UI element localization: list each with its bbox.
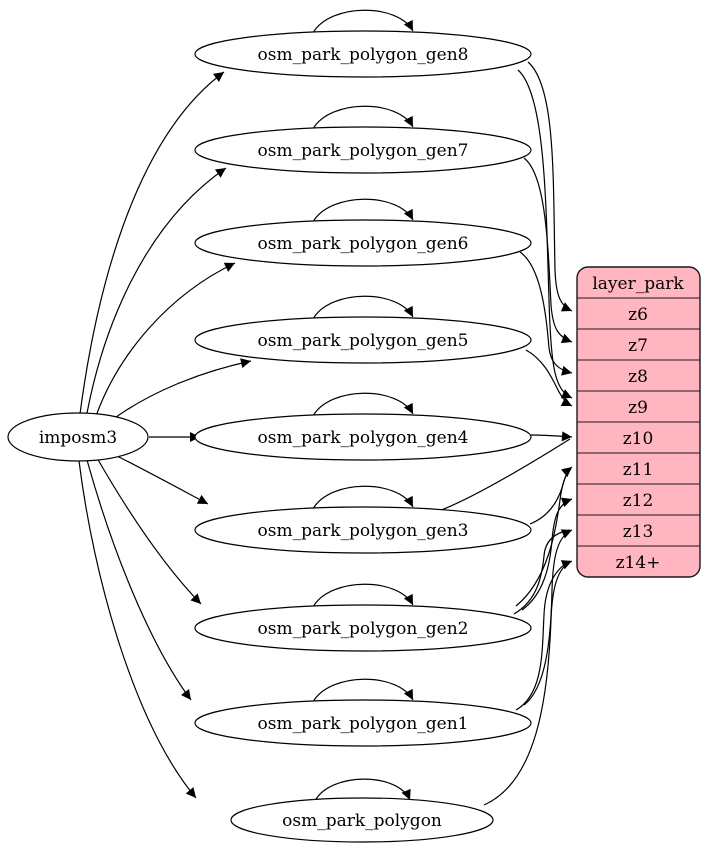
self-loop-gen4 [312, 392, 414, 417]
self-loop-gen1 [312, 678, 414, 703]
edge-gen6-z8 [519, 251, 573, 376]
gen3-ellipse [194, 506, 532, 554]
gen3-label: osm_park_polygon_gen3 [258, 521, 469, 541]
imposm3-label: imposm3 [39, 428, 117, 448]
gen7-ellipse [194, 126, 532, 174]
edge-strand-z9-upper [517, 69, 573, 399]
polygon-ellipse [230, 797, 494, 843]
edge-imposm3-gen8 [79, 71, 225, 415]
node-osm-park-polygon-gen2: osm_park_polygon_gen2 [194, 604, 532, 652]
edge-strand-z11 [515, 468, 572, 607]
node-imposm3: imposm3 [7, 412, 149, 462]
self-loop-gen2 [312, 583, 414, 608]
row-z13: z13 [623, 522, 654, 542]
gen1-label: osm_park_polygon_gen1 [258, 714, 469, 734]
gen5-label: osm_park_polygon_gen5 [258, 331, 469, 351]
self-loop-gen5 [312, 295, 414, 320]
row-z9: z9 [628, 398, 648, 418]
edge-imposm3-polygon [78, 460, 197, 799]
edge-gen2-z12 [521, 497, 573, 611]
gen4-label: osm_park_polygon_gen4 [258, 428, 469, 448]
self-loop-gen6 [312, 198, 414, 223]
gen2-label: osm_park_polygon_gen2 [258, 619, 469, 639]
row-z6: z6 [628, 305, 648, 325]
gen5-ellipse [194, 316, 532, 364]
gen2-ellipse [194, 604, 532, 652]
edge-gen1-z13 [523, 529, 573, 706]
gen8-label: osm_park_polygon_gen8 [258, 45, 469, 65]
edge-strand-z13 [513, 529, 571, 615]
layer-park-table: layer_park z6 z7 z8 z9 z10 z11 z12 z13 z… [576, 266, 701, 578]
row-z10: z10 [623, 429, 654, 449]
layer-park-title: layer_park [592, 274, 684, 294]
node-osm-park-polygon-gen4: osm_park_polygon_gen4 [194, 413, 532, 461]
row-z14: z14+ [616, 553, 661, 573]
row-z11: z11 [623, 460, 654, 480]
edge-gen5-z9 [525, 349, 573, 407]
edge-imposm3-gen7 [86, 167, 227, 414]
edge-imposm3-gen5 [111, 358, 252, 421]
gen8-ellipse [194, 30, 532, 78]
edge-imposm3-gen6 [95, 262, 236, 417]
gen1-ellipse [194, 699, 532, 747]
self-loops [312, 9, 414, 802]
node-osm-park-polygon-gen7: osm_park_polygon_gen7 [194, 126, 532, 174]
node-osm-park-polygon-gen3: osm_park_polygon_gen3 [194, 506, 532, 554]
edge-gen8-z6 [527, 61, 573, 312]
gen7-label: osm_park_polygon_gen7 [258, 141, 469, 161]
edges-imposm3-to-tables [78, 71, 252, 799]
edge-polygon-z14 [483, 560, 573, 806]
edge-strand-z10 [435, 438, 571, 513]
edge-imposm3-gen1 [86, 459, 192, 701]
node-osm-park-polygon-gen8: osm_park_polygon_gen8 [194, 30, 532, 78]
imposm3-ellipse [7, 412, 149, 462]
polygon-label: osm_park_polygon [282, 811, 442, 831]
edges-tables-to-layer [435, 61, 573, 806]
self-loop-polygon [314, 778, 411, 802]
node-osm-park-polygon-gen5: osm_park_polygon_gen5 [194, 316, 532, 364]
edge-imposm3-gen3 [112, 453, 209, 505]
self-loop-gen8 [312, 9, 414, 34]
gen4-ellipse [194, 413, 532, 461]
edge-imposm3-gen2 [96, 457, 202, 605]
row-z12: z12 [623, 491, 654, 511]
self-loop-gen3 [312, 485, 414, 510]
edge-gen4-z10 [530, 431, 573, 442]
node-osm-park-polygon-gen1: osm_park_polygon_gen1 [194, 699, 532, 747]
edge-gen7-z7 [523, 157, 573, 344]
self-loop-gen7 [312, 105, 414, 130]
node-osm-park-polygon: osm_park_polygon [230, 797, 494, 843]
gen6-ellipse [194, 219, 532, 267]
edge-strand-z14 [515, 560, 571, 711]
row-z7: z7 [628, 336, 648, 356]
row-z8: z8 [628, 367, 648, 387]
gen6-label: osm_park_polygon_gen6 [258, 234, 469, 254]
node-osm-park-polygon-gen6: osm_park_polygon_gen6 [194, 219, 532, 267]
